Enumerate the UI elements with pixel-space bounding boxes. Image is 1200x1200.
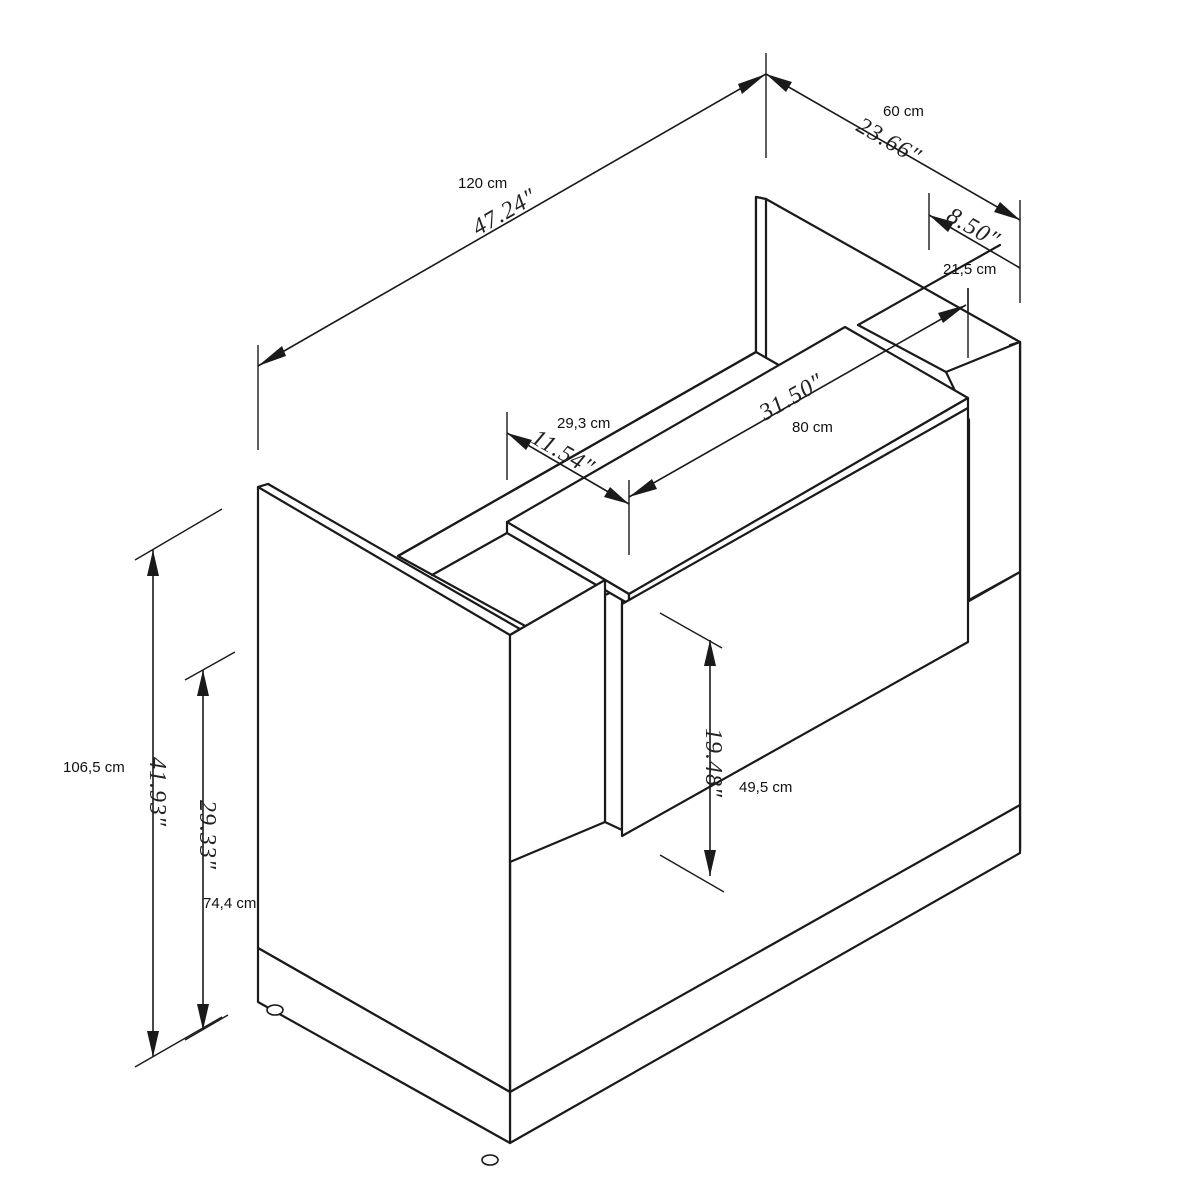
depth-imperial-label: 23.66″ [852,113,926,171]
desk-height-metric-label: 74,4 cm [203,895,256,912]
panel-height-imperial-label: 19.48″ [700,728,726,798]
counter-length-metric-label: 80 cm [792,419,833,436]
desk-body [256,195,1022,1166]
panel-height-ext-bottom [659,854,725,893]
offset-arrow-right [604,487,629,504]
counter-length-arrow-right [938,305,966,323]
length-dim-line [257,73,767,367]
length-arrow-right [738,74,766,94]
counter-length-dim-line [628,304,967,498]
height-imperial-label: 41.93″ [144,757,170,827]
height-ext-top [134,508,223,561]
depth-dim-line [765,73,1021,221]
height-metric-label: 106,5 cm [63,759,125,776]
panel-height-arrow-top [704,640,716,666]
foot-left [266,1004,284,1016]
depth-arrow-right [994,202,1020,220]
well-right-edge [856,243,1002,327]
left-plinth [256,946,512,1145]
offset-metric-label: 29,3 cm [557,415,610,432]
well-right-line [856,323,948,374]
front-raised-panel [620,406,970,838]
counter-length-arrow-left [629,479,657,497]
desk-height-arrow-top [197,670,209,696]
counter-depth-arrow [929,215,954,232]
panel-height-metric-label: 49,5 cm [739,779,792,796]
well-side-line [430,531,509,577]
height-ext-bottom [134,1016,223,1068]
desk-height-ext-top [184,651,236,681]
center-partition [603,586,624,832]
depth-metric-label: 60 cm [883,103,924,120]
desk-height-ext-bottom [184,1014,229,1041]
height-arrow-bottom [147,1031,159,1057]
desk-height-arrow-bottom [197,1004,209,1030]
panel-height-arrow-bottom [704,850,716,876]
foot-front [481,1154,499,1166]
panel-height-ext-top [659,612,723,649]
length-arrow-left [258,346,286,366]
depth-arrow-left [766,74,792,92]
left-panel-front [508,578,607,864]
well-back-line [396,350,758,558]
desk-height-imperial-label: 29.33″ [194,800,220,870]
length-metric-label: 120 cm [458,175,507,192]
dimension-lines [134,53,1021,1068]
counter-depth-metric-label: 21,5 cm [943,261,996,278]
length-imperial-label: 47.24″ [468,184,542,242]
height-arrow-top [147,550,159,576]
offset-arrow-left [507,433,532,450]
